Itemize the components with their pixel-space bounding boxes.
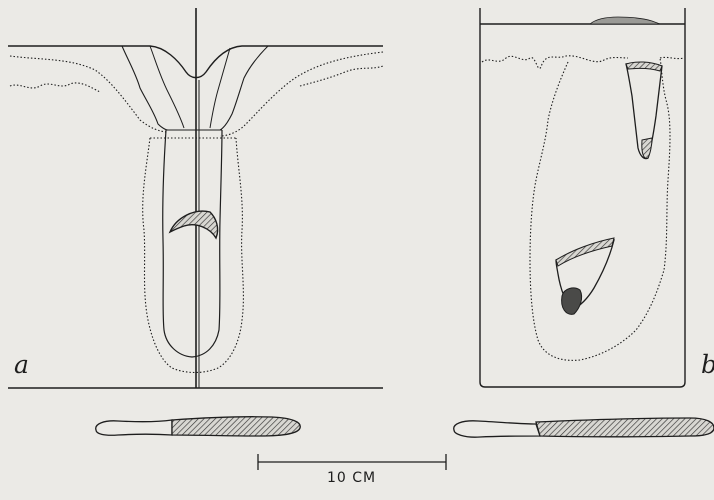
- panel-a-crescent-fossil: [170, 211, 218, 238]
- panel-b-surface-mound: [590, 17, 660, 24]
- panel-b-specimen: [454, 418, 714, 437]
- panel-a-shaft: [163, 130, 222, 357]
- panel-b-label: b: [701, 350, 714, 379]
- panel-a-dotted-envelope: [143, 138, 244, 373]
- scale-bar-label: 10 CM: [327, 470, 376, 486]
- panel-a-label: a: [14, 350, 29, 379]
- panel-b: [480, 8, 685, 387]
- panel-a-funnel-left: [122, 46, 168, 130]
- panel-a-dotted-upper-right: [220, 52, 383, 136]
- panel-a: [8, 8, 383, 388]
- panel-a-dotted-upper-left: [10, 56, 168, 132]
- panel-b-dark-blob: [562, 288, 582, 314]
- panel-a-specimen: [96, 417, 301, 436]
- scale-bar: [258, 454, 446, 470]
